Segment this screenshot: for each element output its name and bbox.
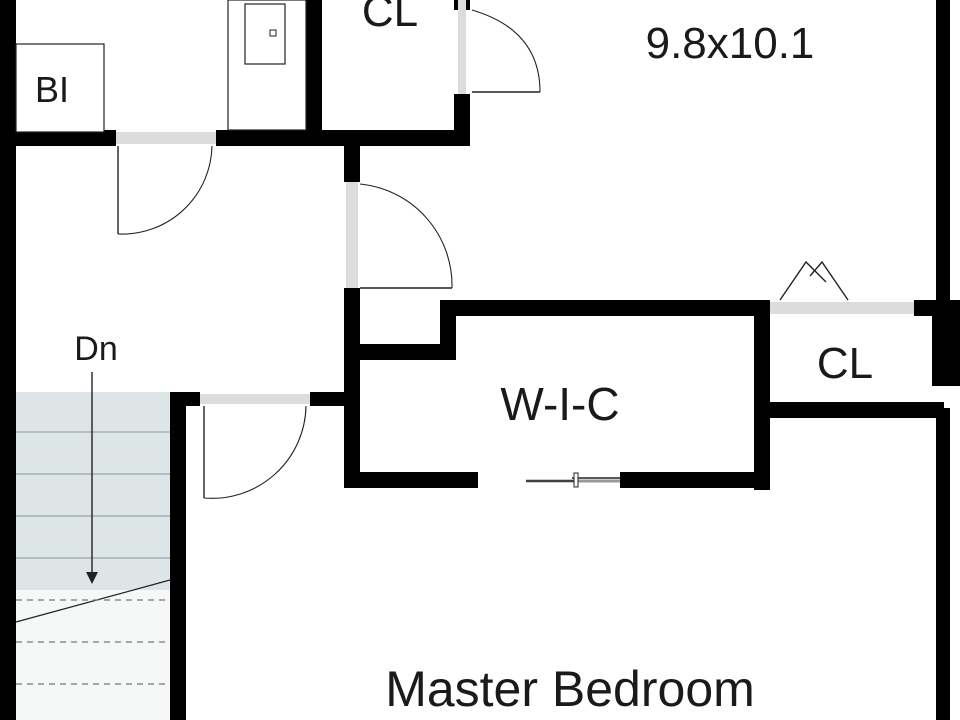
stair-lower-fill: [16, 590, 170, 720]
wall-right-jamb: [932, 300, 960, 386]
wall-hall-vertical: [344, 146, 360, 182]
staircase: [15, 372, 171, 720]
wall-upper-horizontal: [16, 130, 116, 146]
wall-wic-bottom: [344, 472, 478, 488]
arrow-down-icon-head: [86, 572, 98, 584]
wall-left: [0, 0, 16, 720]
door-sill: [346, 182, 358, 288]
door-right-closet-bifold: [770, 260, 914, 314]
bifold-leaf: [779, 260, 827, 301]
wall-wic-bottom: [620, 472, 770, 488]
wall-wic-right: [754, 300, 770, 490]
door-sill: [200, 394, 310, 404]
door-wic-sliding: [526, 472, 620, 488]
wall-stair-top: [310, 392, 350, 406]
door-sill: [458, 0, 466, 94]
sink-icon: [244, 3, 286, 65]
door-swing-arc: [359, 183, 453, 289]
door-top-closet: [458, 0, 541, 94]
door-master: [200, 394, 310, 499]
stair-break-line: [15, 579, 171, 623]
door-swing-arc: [117, 145, 213, 235]
wall-right: [936, 408, 950, 720]
walk-in-closet-label: W-I-C: [500, 378, 619, 430]
wall-closet-stub: [454, 94, 470, 146]
wall-right: [936, 0, 950, 300]
wall-hall-vertical: [344, 288, 360, 488]
door-bath: [116, 132, 216, 235]
wall-upper-horizontal: [216, 130, 470, 146]
sliding-handle: [573, 472, 579, 488]
bifold-leaf: [809, 260, 849, 301]
door-sill: [116, 132, 216, 144]
closet-top-label: CL: [362, 0, 418, 36]
door-swing-arc: [471, 9, 541, 93]
bath-vanity: [227, 0, 307, 131]
wall-stair-top: [170, 392, 200, 406]
wall-closet-bottom: [754, 402, 944, 418]
built-in-label: BI: [35, 69, 69, 110]
bedroom-dimensions: 9.8x10.1: [646, 19, 815, 68]
stairs-direction-label: Dn: [74, 330, 117, 368]
wall-bath-divider: [306, 0, 322, 140]
closet-right-label: CL: [817, 339, 873, 388]
door-swing-arc: [203, 405, 307, 499]
wall-wic-top: [440, 300, 770, 316]
wall-closet-top-right: [914, 300, 936, 316]
wall-wic-step-horizontal: [344, 344, 456, 360]
built-in-cabinet: [15, 43, 105, 133]
sink-drain: [269, 29, 277, 37]
wall-stair-side: [170, 392, 186, 720]
door-bedroom: [346, 182, 453, 289]
door-sill: [770, 302, 914, 314]
master-bedroom-label: Master Bedroom: [385, 661, 755, 717]
